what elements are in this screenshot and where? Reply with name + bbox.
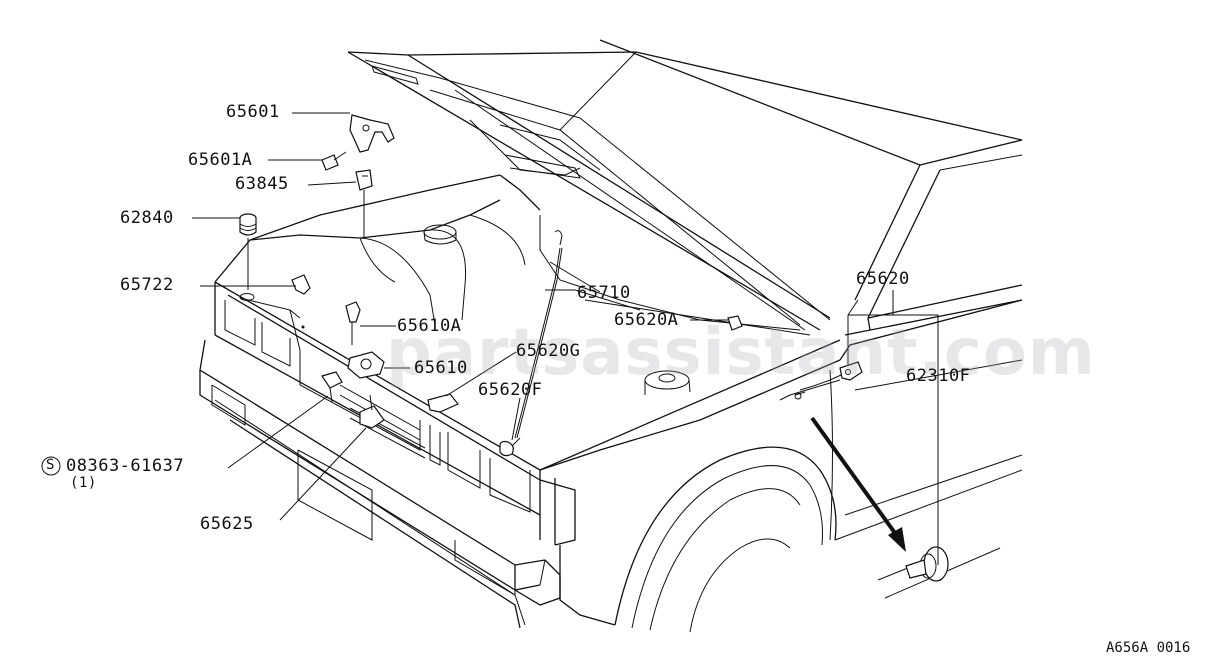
hood-lock-part bbox=[349, 114, 395, 153]
label-65601: 65601 bbox=[226, 102, 280, 122]
label-62310f: 62310F bbox=[906, 366, 971, 386]
hood-clip-part bbox=[355, 169, 373, 191]
hood-latch-part bbox=[359, 394, 385, 429]
cable-clip-part bbox=[727, 315, 743, 331]
release-handle-part bbox=[877, 546, 1001, 599]
release-cable-grommet-part bbox=[427, 393, 521, 457]
label-65620a: 65620A bbox=[614, 310, 679, 330]
support-rod-clip-part bbox=[291, 274, 311, 329]
hood-lock-striker-part bbox=[345, 301, 385, 379]
label-65601a: 65601A bbox=[188, 150, 253, 170]
hood-lock-bolt-part bbox=[321, 151, 347, 171]
detail-arrow bbox=[810, 416, 906, 552]
label-63845: 63845 bbox=[235, 174, 289, 194]
front-bumper bbox=[199, 339, 561, 629]
leader-lines bbox=[192, 112, 939, 565]
hood-release-cable-part bbox=[794, 361, 863, 400]
windshield-frame bbox=[844, 139, 1023, 336]
engine-bay bbox=[214, 174, 811, 395]
label-65620f: 65620F bbox=[478, 380, 543, 400]
label-08363-61637: 08363-61637 bbox=[66, 456, 185, 476]
label-65620g: 65620G bbox=[516, 341, 581, 361]
label-65625: 65625 bbox=[200, 514, 254, 534]
label-65620: 65620 bbox=[856, 269, 910, 289]
screw-symbol: S bbox=[46, 457, 55, 473]
label-65710: 65710 bbox=[577, 283, 631, 303]
label-65722: 65722 bbox=[120, 275, 174, 295]
hood-stay-rod-part bbox=[514, 230, 563, 439]
screw-symbol-ring bbox=[41, 456, 61, 476]
screw-part bbox=[321, 371, 343, 403]
label-65610: 65610 bbox=[414, 358, 468, 378]
label-65610a: 65610A bbox=[397, 316, 462, 336]
fender-and-wheel bbox=[539, 299, 1023, 633]
label-62840: 62840 bbox=[120, 208, 174, 228]
hood-panel bbox=[347, 39, 1023, 331]
hood-bumper-rubber-part bbox=[239, 213, 257, 301]
figure-code: A656A 0016 bbox=[1106, 640, 1191, 656]
label-08363-quantity: (1) bbox=[70, 475, 97, 491]
